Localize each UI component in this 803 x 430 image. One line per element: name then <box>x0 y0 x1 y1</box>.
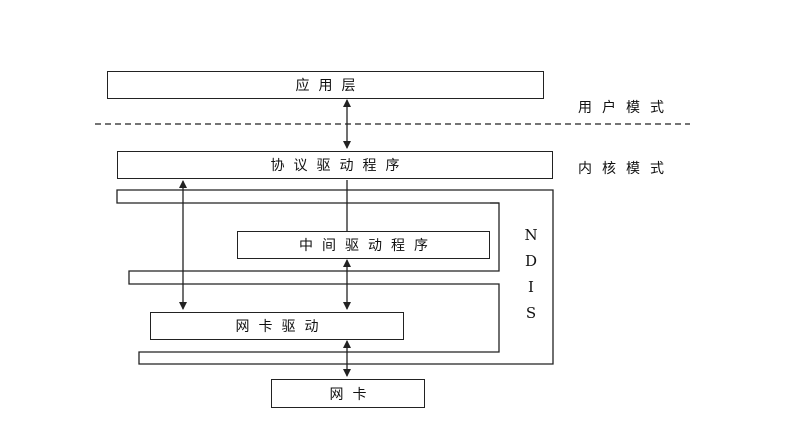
ndis-letter-n: N <box>524 226 538 244</box>
protocol-driver-label: 协议驱动程序 <box>270 158 409 174</box>
ndis-vertical-label: N D I S <box>521 222 541 326</box>
ndis-letter-s: S <box>525 304 537 322</box>
intermediate-driver-label: 中间驱动程序 <box>299 238 437 254</box>
nic-driver-label: 网卡驱动 <box>235 319 328 335</box>
application-layer-box: 应用层 <box>107 71 544 99</box>
intermediate-driver-box: 中间驱动程序 <box>237 231 490 259</box>
ndis-letter-d: D <box>524 252 538 270</box>
protocol-driver-box: 协议驱动程序 <box>117 151 553 179</box>
nic-label: 网卡 <box>329 386 376 403</box>
application-layer-label: 应用层 <box>295 78 365 94</box>
kernel-mode-label: 内核模式 <box>578 161 674 177</box>
nic-driver-box: 网卡驱动 <box>150 312 404 340</box>
ndis-letter-i: I <box>528 278 534 296</box>
nic-box: 网卡 <box>271 379 425 408</box>
user-mode-label: 用户模式 <box>578 100 674 116</box>
